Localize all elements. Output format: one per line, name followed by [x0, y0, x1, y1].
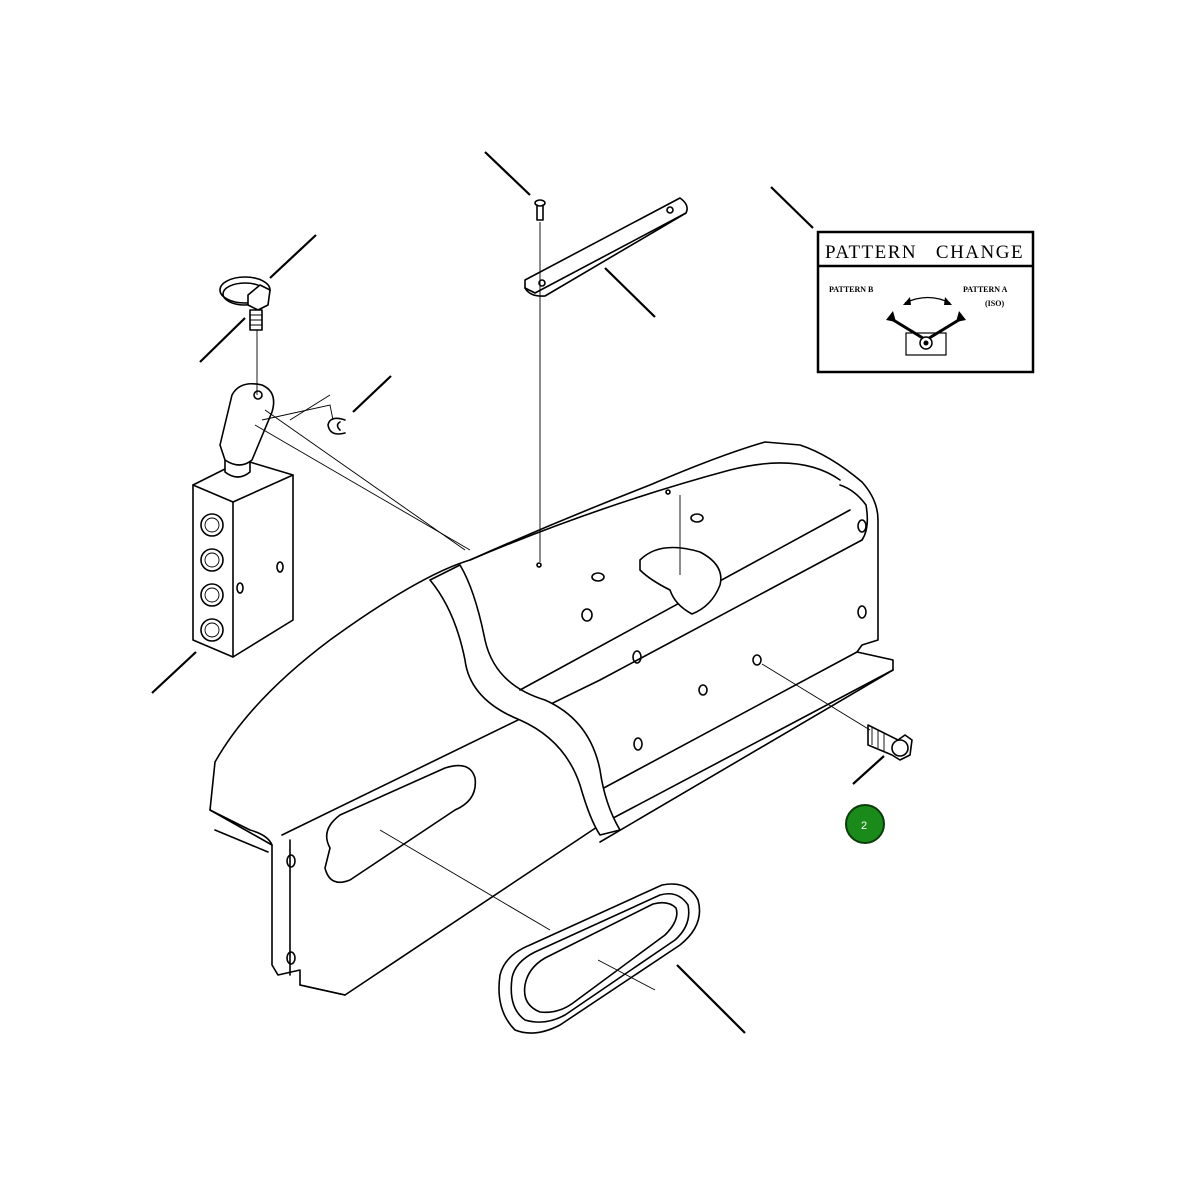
callout-marker[interactable] [845, 804, 885, 844]
decal-pattern-a-label: PATTERN A [963, 285, 1008, 294]
callout-label: 2 [861, 820, 867, 832]
selector-valve [192, 442, 294, 658]
lever-position-icon [886, 311, 966, 356]
bolt-fitting [867, 724, 913, 761]
valve-lever [219, 382, 275, 466]
pattern-bar [524, 197, 688, 297]
rubber-grommet [498, 883, 701, 1034]
pattern-change-decal: PATTERN CHANGE PATTERN B PATTERN A (ISO) [816, 230, 1035, 374]
assembly-lines [254, 222, 871, 991]
decal-title: PATTERN CHANGE [825, 242, 1024, 263]
valve-ports [200, 513, 224, 642]
elbow-fitting [219, 276, 271, 331]
decal-pattern-b-label: PATTERN B [829, 285, 874, 294]
screw [534, 199, 546, 221]
retaining-clip [327, 417, 346, 435]
callout-2[interactable]: 2 [845, 804, 885, 844]
mounting-bracket-plate [209, 441, 894, 996]
decal-pattern-a-sublabel: (ISO) [985, 299, 1004, 308]
leader-lines [151, 151, 885, 1034]
